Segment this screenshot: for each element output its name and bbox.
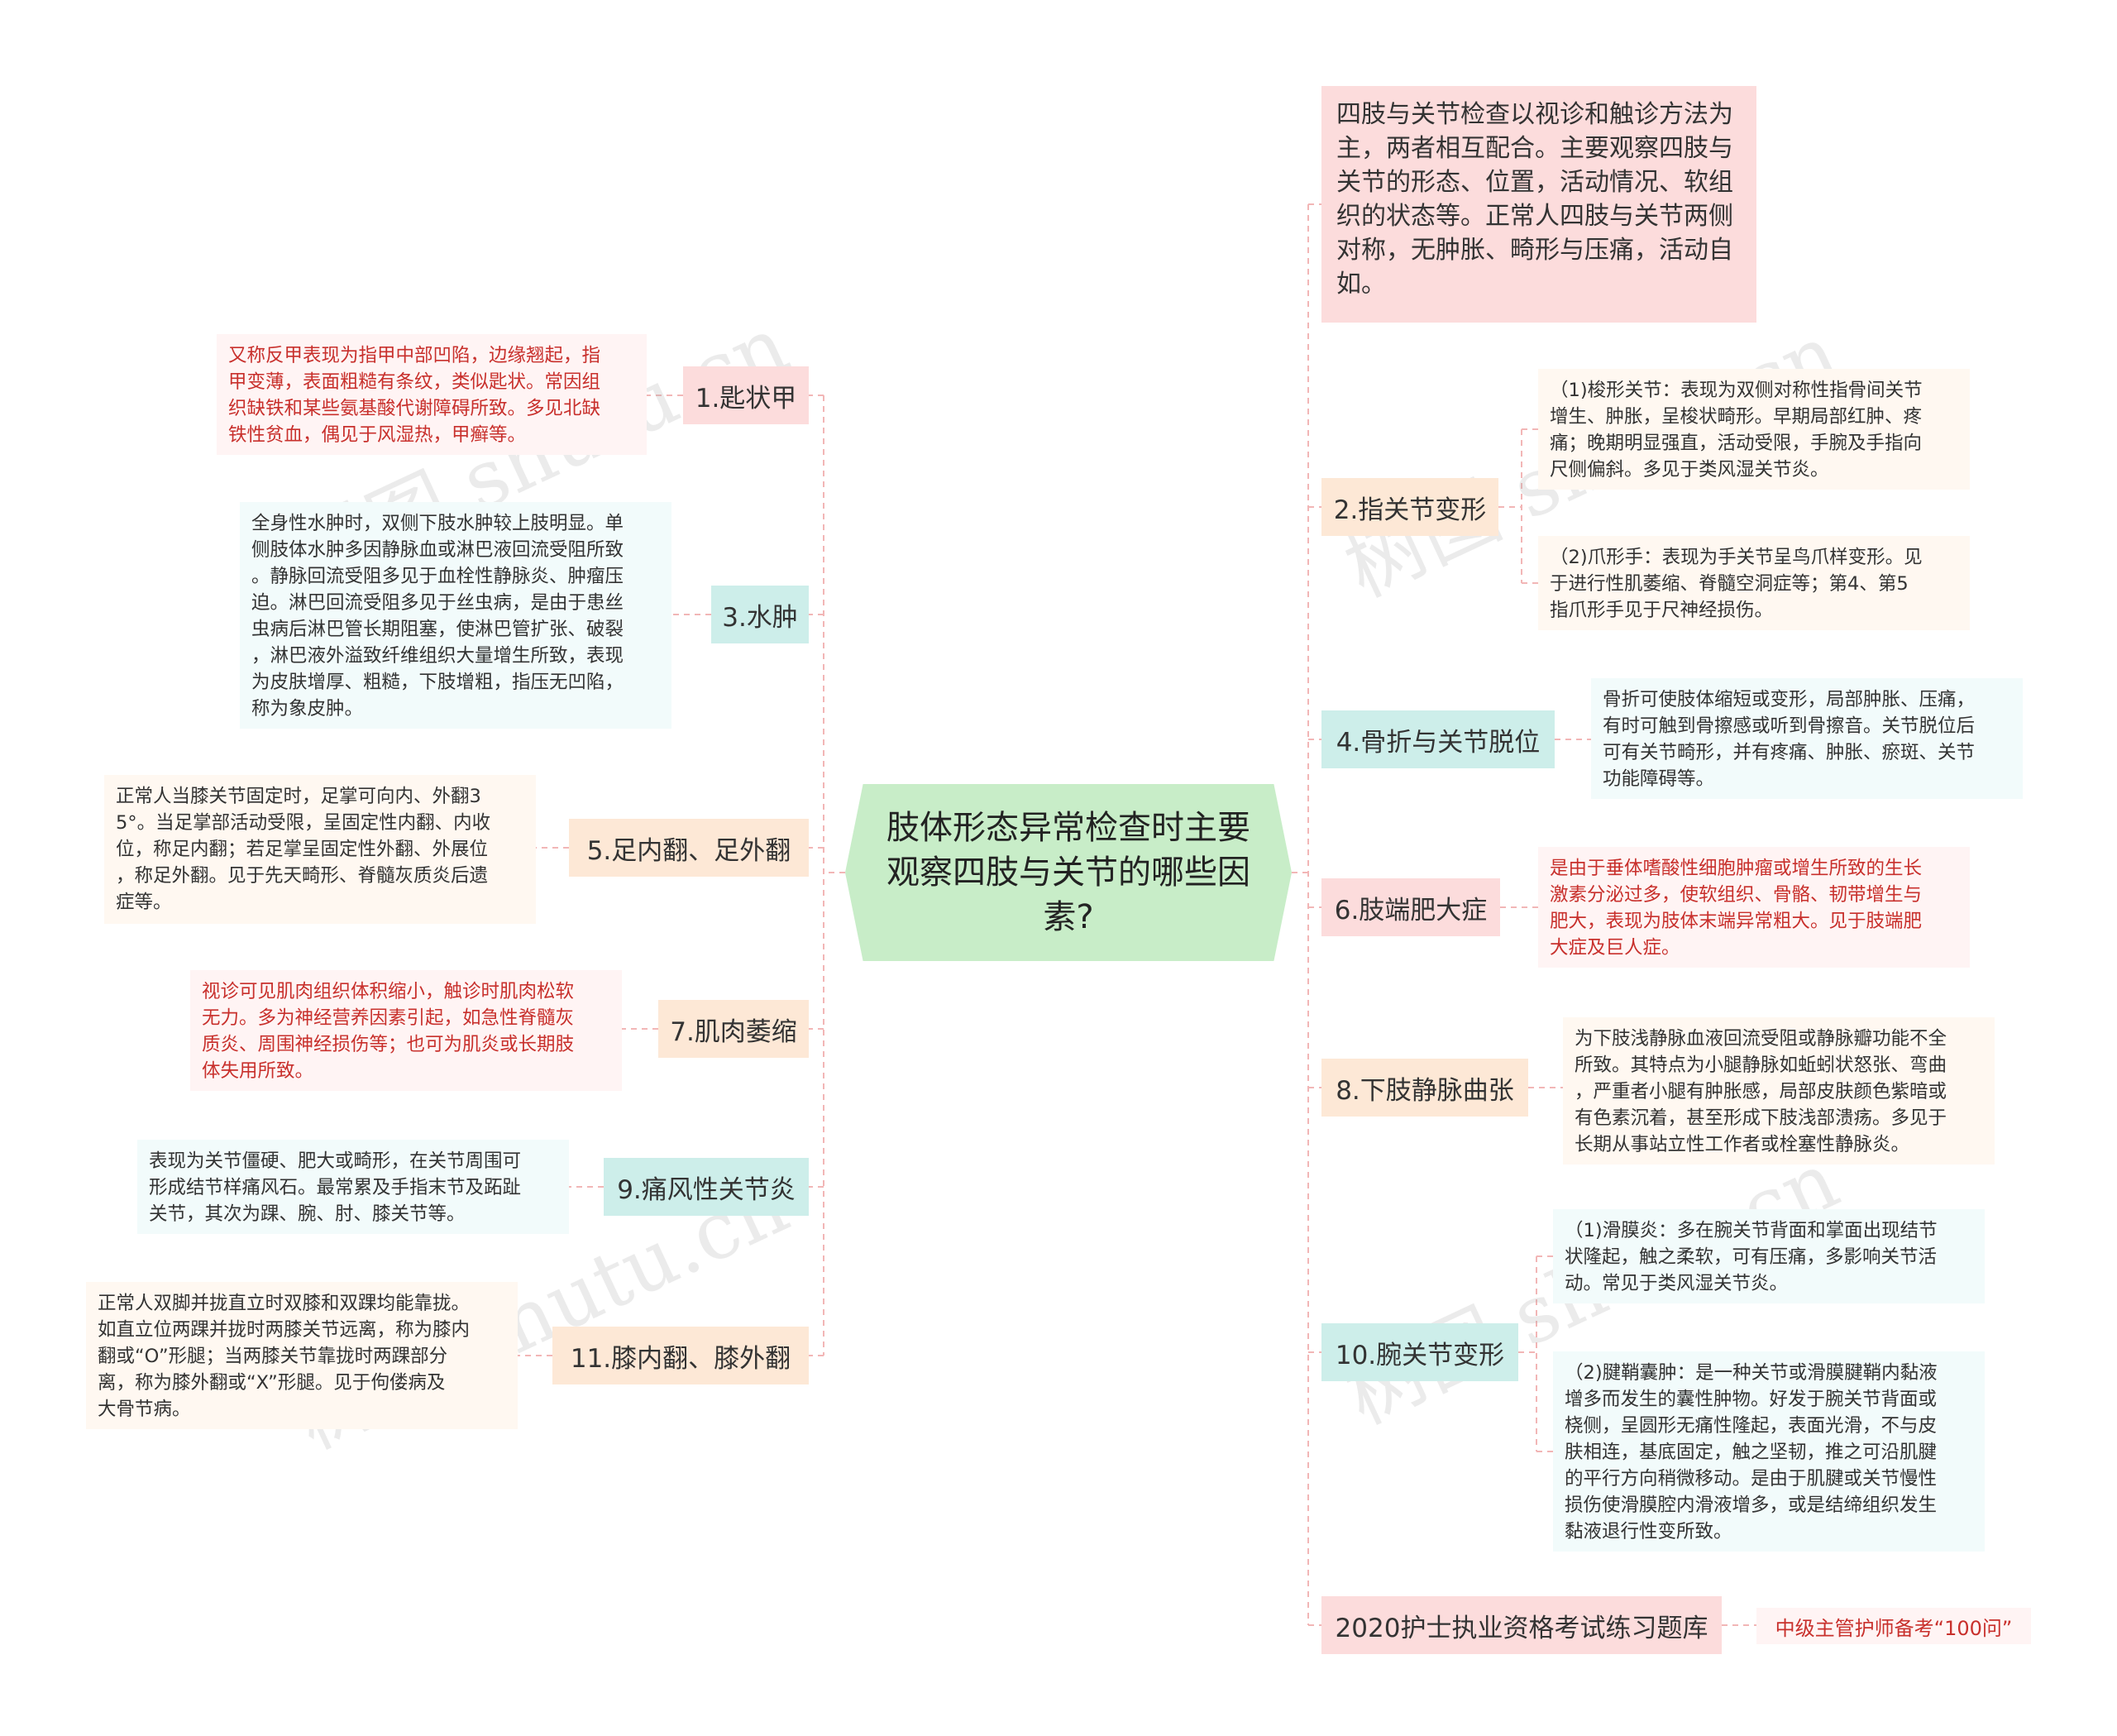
topic-muscle-atrophy[interactable]: 7.肌肉萎缩 xyxy=(658,1000,809,1058)
detail-fusiform-joint: （1)梭形关节：表现为双侧对称性指骨间关节 增生、肿胀，呈梭状畸形。早期局部红肿… xyxy=(1538,369,1970,490)
intro-node[interactable]: 四肢与关节检查以视诊和触诊方法为主，两者相互配合。主要观察四肢与关节的形态、位置… xyxy=(1321,86,1756,323)
topic-finger-joint-deformity[interactable]: 2.指关节变形 xyxy=(1321,478,1498,536)
detail-muscle-atrophy: 视诊可见肌肉组织体积缩小，触诊时肌肉松软 无力。多为神经营养因素引起，如急性脊髓… xyxy=(190,970,622,1091)
topic-wrist-deformity[interactable]: 10.腕关节变形 xyxy=(1321,1323,1518,1381)
topic-edema[interactable]: 3.水肿 xyxy=(711,586,809,643)
topic-exam-question-bank[interactable]: 2020护士执业资格考试练习题库 xyxy=(1321,1596,1722,1654)
detail-edema: 全身性水肿时，双侧下肢水肿较上肢明显。单 侧肢体水肿多因静脉血或淋巴液回流受阻所… xyxy=(240,502,671,729)
topic-gouty-arthritis[interactable]: 9.痛风性关节炎 xyxy=(604,1158,809,1216)
detail-ganglion-cyst: （2)腱鞘囊肿：是一种关节或滑膜腱鞘内黏液 增多而发生的囊性肿物。好发于腕关节背… xyxy=(1553,1351,1985,1552)
topic-varicose-veins[interactable]: 8.下肢静脉曲张 xyxy=(1321,1059,1528,1117)
topic-acromegaly[interactable]: 6.肢端肥大症 xyxy=(1321,878,1500,936)
detail-synovitis: （1)滑膜炎：多在腕关节背面和掌面出现结节 状隆起，触之柔软，可有压痛，多影响关… xyxy=(1553,1209,1985,1303)
detail-claw-hand: （2)爪形手：表现为手关节呈鸟爪样变形。见 于进行性肌萎缩、脊髓空洞症等；第4、… xyxy=(1538,536,1970,630)
link-100-questions[interactable]: 中级主管护师备考“100问” xyxy=(1756,1608,2031,1644)
detail-gouty-arthritis: 表现为关节僵硬、肥大或畸形，在关节周围可 形成结节样痛风石。最常累及手指末节及跖… xyxy=(137,1140,569,1234)
detail-fracture-dislocation: 骨折可使肢体缩短或变形，局部肿胀、压痛， 有时可触到骨擦感或听到骨擦音。关节脱位… xyxy=(1591,678,2023,799)
detail-spoon-nail: 又称反甲表现为指甲中部凹陷，边缘翘起，指 甲变薄，表面粗糙有条纹，类似匙状。常因… xyxy=(217,334,647,455)
detail-knee-varus-valgus: 正常人双脚并拢直立时双膝和双踝均能靠拢。 如直立位两踝并拢时两膝关节远离，称为膝… xyxy=(86,1282,518,1429)
topic-foot-varus-valgus[interactable]: 5.足内翻、足外翻 xyxy=(569,819,809,877)
central-topic[interactable]: 肢体形态异常检查时主要观察四肢与关节的哪些因素? xyxy=(845,784,1292,961)
topic-fracture-dislocation[interactable]: 4.骨折与关节脱位 xyxy=(1321,710,1555,768)
detail-acromegaly: 是由于垂体嗜酸性细胞肿瘤或增生所致的生长 激素分泌过多，使软组织、骨骼、韧带增生… xyxy=(1538,847,1970,968)
detail-foot-varus-valgus: 正常人当膝关节固定时，足掌可向内、外翻3 5°。当足掌部活动受限，呈固定性内翻、… xyxy=(104,775,536,924)
topic-spoon-nail[interactable]: 1.匙状甲 xyxy=(683,366,809,424)
topic-knee-varus-valgus[interactable]: 11.膝内翻、膝外翻 xyxy=(552,1327,809,1384)
detail-varicose-veins: 为下肢浅静脉血液回流受阻或静脉瓣功能不全 所致。其特点为小腿静脉如蚯蚓状怒张、弯… xyxy=(1563,1017,1995,1165)
